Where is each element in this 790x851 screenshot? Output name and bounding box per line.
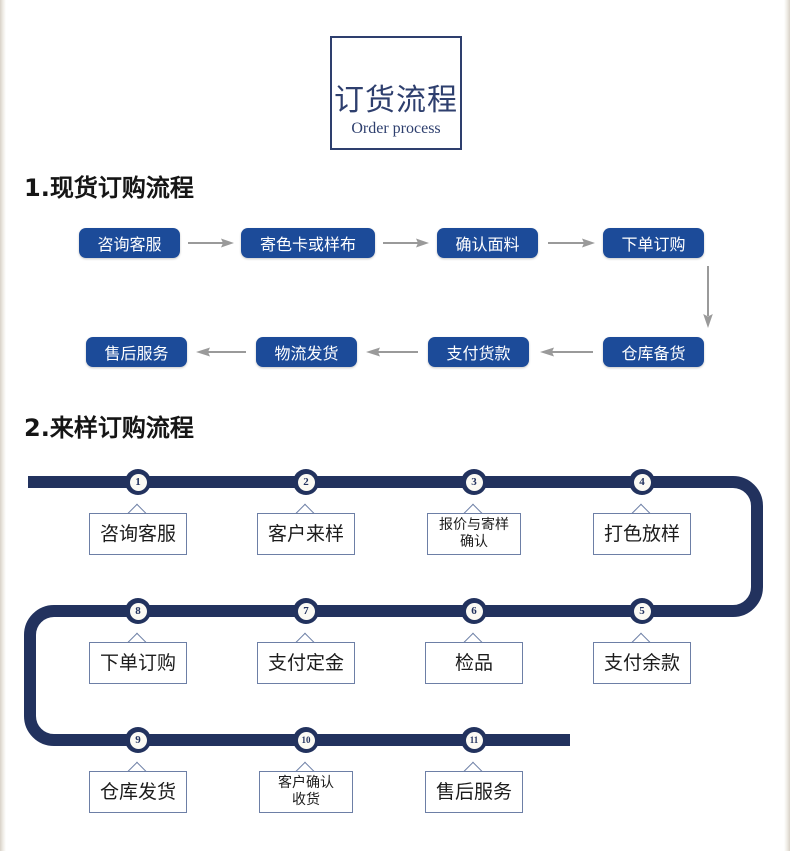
arrow-right-icon xyxy=(188,238,234,248)
flow-step-logistics-shipping[interactable]: 物流发货 xyxy=(256,337,357,367)
timeline-label-7[interactable]: 支付定金 xyxy=(257,642,355,684)
sample-order-timeline: 1 2 3 4 咨询客服 客户来样 报价与寄样确认 打色放样 8 7 6 xyxy=(0,455,790,813)
flow-step-consult-service[interactable]: 咨询客服 xyxy=(79,228,180,258)
node-number: 6 xyxy=(465,602,483,620)
timeline-node-8[interactable]: 8 xyxy=(125,598,151,624)
timeline-node-2[interactable]: 2 xyxy=(293,469,319,495)
timeline-path xyxy=(24,476,763,746)
title-chinese: 订货流程 xyxy=(334,83,458,119)
flow-step-confirm-fabric[interactable]: 确认面料 xyxy=(437,228,538,258)
node-number: 1 xyxy=(129,473,147,491)
arrow-right-icon xyxy=(548,238,595,248)
page-edge-right xyxy=(784,0,790,851)
flow-step-send-color-card[interactable]: 寄色卡或样布 xyxy=(241,228,375,258)
node-number: 8 xyxy=(129,602,147,620)
title-box: 订货流程 Order process xyxy=(330,36,462,150)
timeline-label-5[interactable]: 支付余款 xyxy=(593,642,691,684)
node-number: 4 xyxy=(633,473,651,491)
timeline-node-5[interactable]: 5 xyxy=(629,598,655,624)
timeline-label-10[interactable]: 客户确认收货 xyxy=(259,771,353,813)
flow-step-warehouse-stock[interactable]: 仓库备货 xyxy=(603,337,704,367)
node-number: 10 xyxy=(297,731,315,749)
timeline-node-6[interactable]: 6 xyxy=(461,598,487,624)
timeline-node-11[interactable]: 11 xyxy=(461,727,487,753)
arrow-right-icon xyxy=(383,238,429,248)
node-number: 11 xyxy=(465,731,483,749)
node-number: 2 xyxy=(297,473,315,491)
timeline-node-4[interactable]: 4 xyxy=(629,469,655,495)
flow-step-pay-goods[interactable]: 支付货款 xyxy=(428,337,529,367)
arrow-down-icon xyxy=(703,266,713,328)
timeline-node-9[interactable]: 9 xyxy=(125,727,151,753)
node-number: 3 xyxy=(465,473,483,491)
node-number: 5 xyxy=(633,602,651,620)
node-number: 7 xyxy=(297,602,315,620)
page-edge-left xyxy=(0,0,6,851)
node-number: 9 xyxy=(129,731,147,749)
timeline-label-1[interactable]: 咨询客服 xyxy=(89,513,187,555)
title-english: Order process xyxy=(351,120,441,137)
arrow-left-icon xyxy=(196,347,246,357)
timeline-node-3[interactable]: 3 xyxy=(461,469,487,495)
timeline-label-2[interactable]: 客户来样 xyxy=(257,513,355,555)
timeline-node-7[interactable]: 7 xyxy=(293,598,319,624)
timeline-label-6[interactable]: 检品 xyxy=(425,642,523,684)
timeline-label-4[interactable]: 打色放样 xyxy=(593,513,691,555)
section-2-heading: 2.来样订购流程 xyxy=(24,414,194,442)
arrow-left-icon xyxy=(366,347,418,357)
timeline-label-9[interactable]: 仓库发货 xyxy=(89,771,187,813)
timeline-label-3[interactable]: 报价与寄样确认 xyxy=(427,513,521,555)
timeline-node-1[interactable]: 1 xyxy=(125,469,151,495)
timeline-node-10[interactable]: 10 xyxy=(293,727,319,753)
timeline-label-11[interactable]: 售后服务 xyxy=(425,771,523,813)
flow-step-after-sales-service[interactable]: 售后服务 xyxy=(86,337,187,367)
flow-step-place-order[interactable]: 下单订购 xyxy=(603,228,704,258)
section-1-heading: 1.现货订购流程 xyxy=(24,174,194,202)
timeline-label-8[interactable]: 下单订购 xyxy=(89,642,187,684)
arrow-left-icon xyxy=(540,347,593,357)
